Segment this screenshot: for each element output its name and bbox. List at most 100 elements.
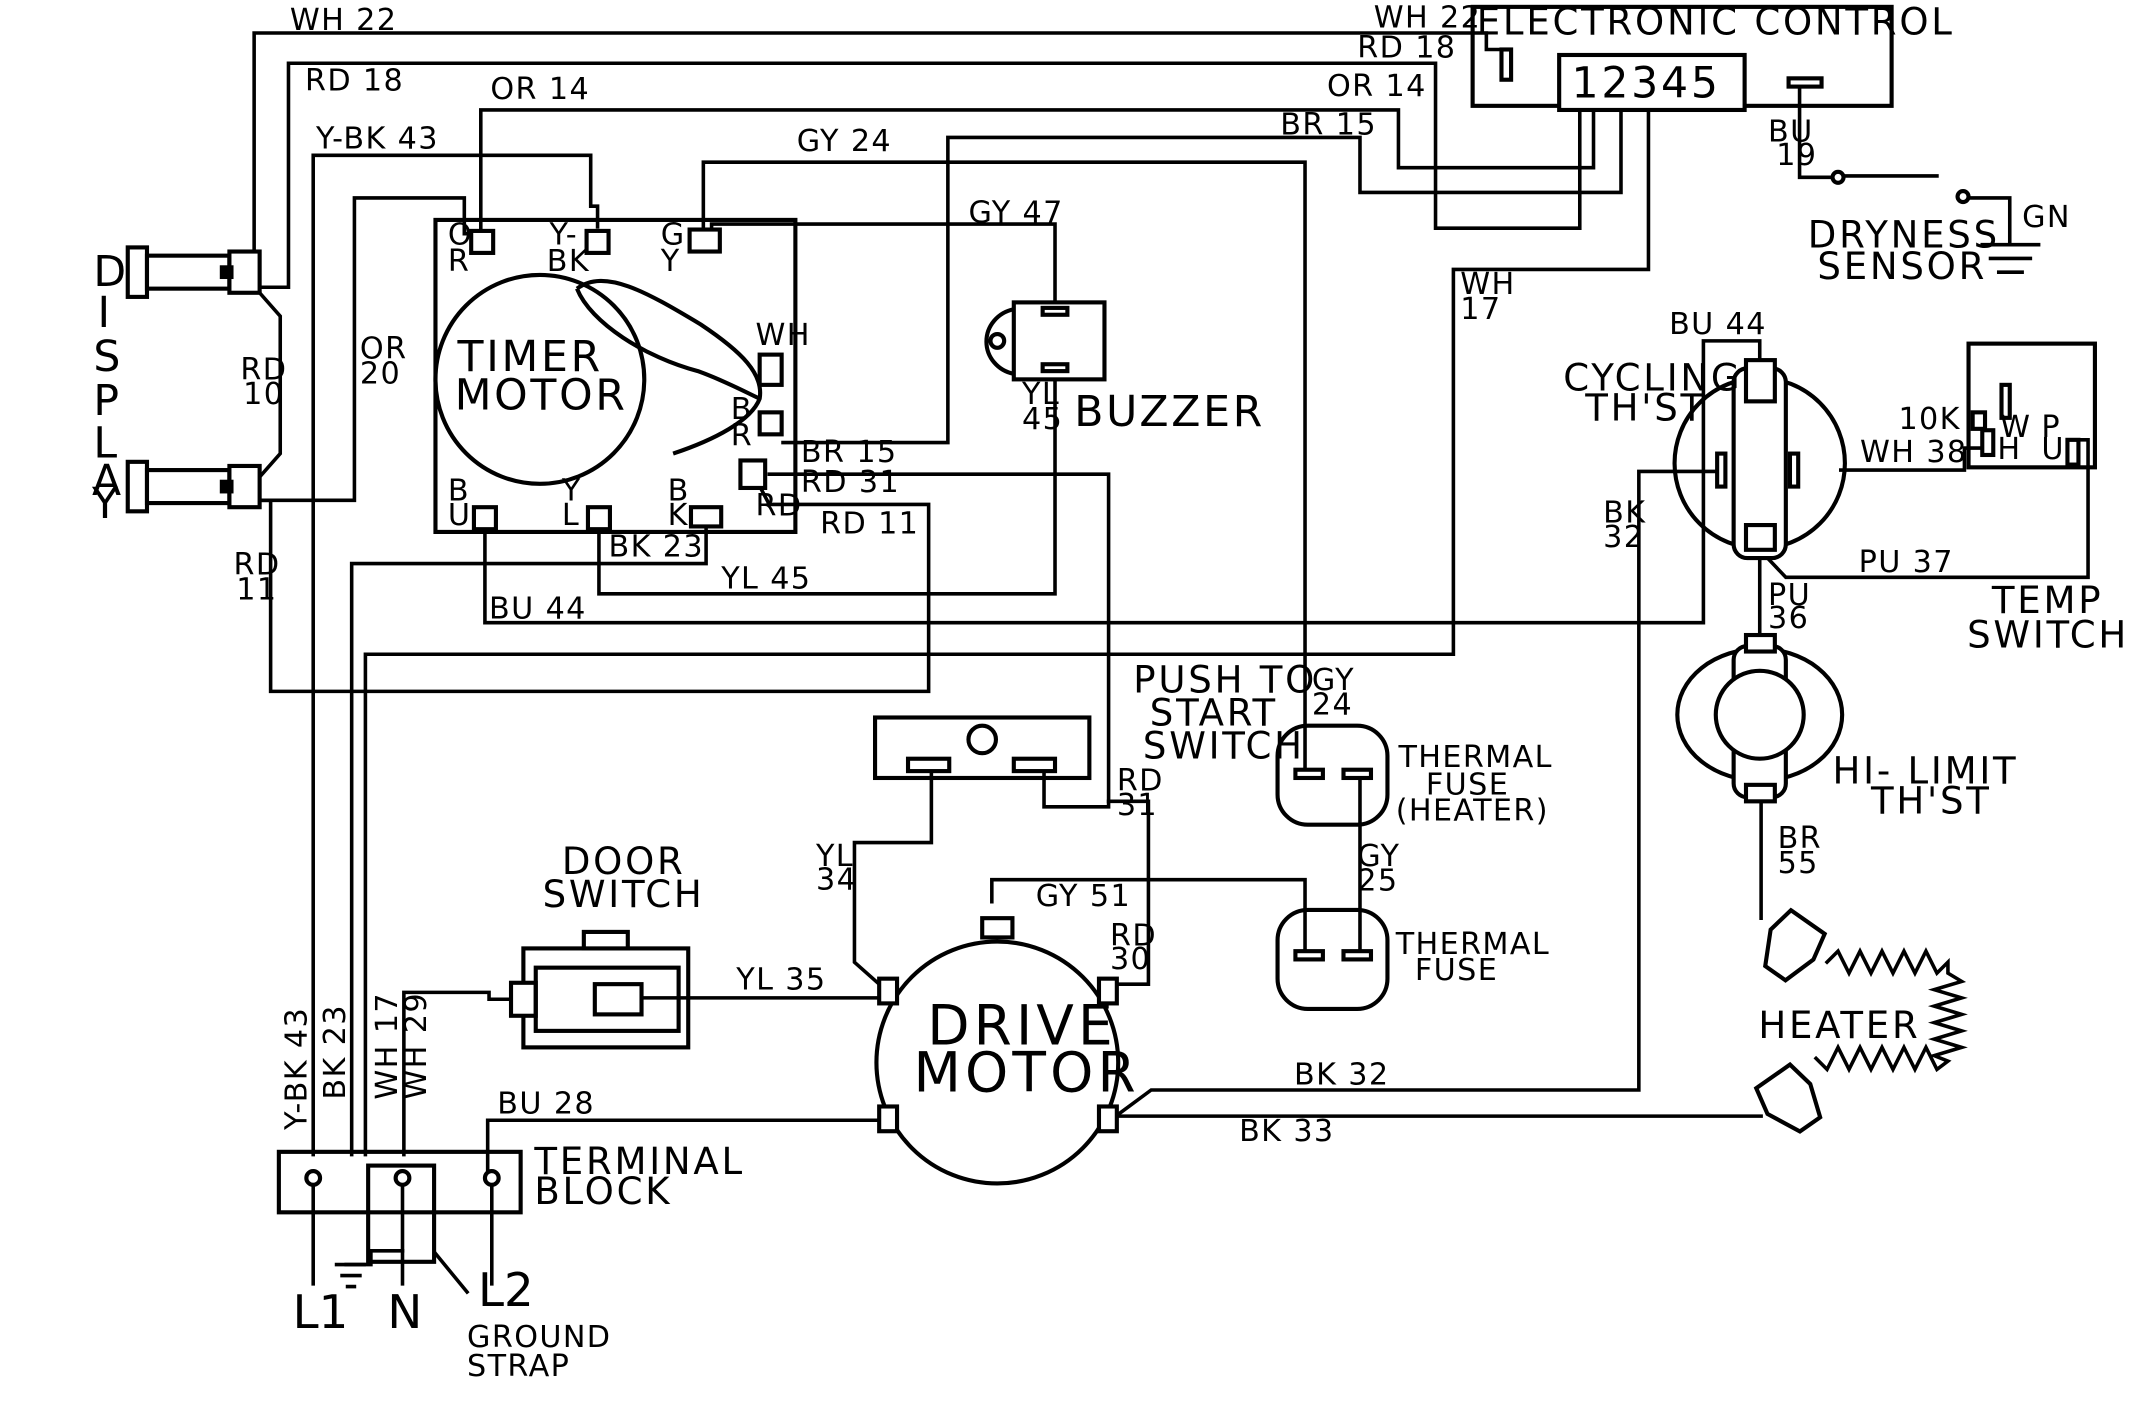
label-br55-1: BR: [1778, 821, 1822, 856]
label-wh29-vert: WH 29: [399, 992, 434, 1100]
label-or14-left: OR 14: [490, 72, 590, 107]
terminal-n: N: [387, 1286, 422, 1340]
wire-pu37: [1757, 438, 2090, 580]
label-bu19-2: 19: [1776, 138, 1817, 173]
heater: HEATER: [1753, 907, 1968, 1134]
wire-rd11: [259, 475, 931, 694]
dryness-sensor-label-2: SENSOR: [1817, 245, 1987, 288]
ground-symbol-block: [334, 1262, 366, 1289]
label-wh17-vert: WH 17: [370, 992, 405, 1100]
label-wh38: WH 38: [1860, 435, 1968, 470]
timer-term-ybk-2: BK: [547, 244, 590, 279]
wire-gy24: [701, 160, 1307, 769]
temp-switch: 10K W H P U TEMP SWITCH: [1898, 341, 2126, 656]
electronic-control-label: ELECTRONIC CONTROL: [1477, 0, 1955, 43]
timer-term-rd: RD: [756, 488, 803, 523]
hi-limit-thermostat: HI- LIMIT TH'ST: [1675, 632, 2016, 823]
wire-rd10: [257, 290, 283, 480]
res-10k-label: 10K: [1898, 402, 1960, 437]
label-br15-top: BR 15: [1280, 108, 1377, 143]
label-yl45-buzzer-2: 45: [1022, 402, 1063, 437]
timer-term-wh: WH: [756, 318, 811, 353]
label-bk32-vert-1: BK: [1603, 495, 1646, 530]
temp-switch-label-1: TEMP: [1991, 579, 2103, 622]
label-or20-1: OR: [360, 332, 408, 367]
drive-motor: DRIVE MOTOR: [874, 916, 1136, 1186]
label-yl45-buzzer-1: YL: [1021, 377, 1060, 412]
label-ybk43: Y-BK 43: [315, 121, 439, 156]
label-wh17-2: 17: [1460, 292, 1501, 327]
label-rd31: RD 31: [801, 465, 900, 500]
timer-term-br-2: R: [731, 418, 753, 453]
thermal-fuse-heater-label-3: (HEATER): [1396, 794, 1549, 829]
heater-label: HEATER: [1758, 1004, 1920, 1047]
buzzer: BUZZER: [984, 300, 1262, 437]
wire-bu28: [485, 1118, 881, 1177]
timer-term-br-1: B: [731, 392, 753, 427]
label-gy25-1: GY: [1357, 839, 1400, 874]
label-bu19-1: BU: [1768, 115, 1814, 150]
label-gy25-2: 25: [1357, 864, 1398, 899]
control-pin-numbers: 12345: [1572, 59, 1721, 109]
gn-label: GN: [2022, 200, 2071, 235]
label-bk32: BK 32: [1294, 1057, 1389, 1092]
label-br15: BR 15: [801, 435, 898, 470]
label-rd18-left: RD 18: [305, 64, 404, 99]
label-br55-2: 55: [1778, 846, 1819, 881]
label-yl35: YL 35: [735, 963, 826, 998]
thermal-fuse-heater-label-2: FUSE: [1426, 767, 1509, 802]
terminal-l2: L2: [478, 1264, 534, 1318]
label-bk32-vert-2: 32: [1603, 520, 1644, 555]
label-rd11-left-2: 11: [236, 572, 277, 607]
temp-switch-term-pu-2: U: [2041, 432, 2064, 467]
wires: [252, 31, 2090, 1295]
wire-or20: [259, 196, 483, 503]
display-connectors: D I S P L A Y: [91, 245, 262, 529]
label-yl34-1: YL: [815, 839, 854, 874]
electronic-control: ELECTRONIC CONTROL 12345: [1470, 0, 1955, 113]
terminal-l1: L1: [293, 1286, 349, 1340]
wire-bu19: [1797, 80, 1838, 180]
wire-yl34: [852, 770, 934, 987]
thermal-fuse-label-2: FUSE: [1415, 953, 1498, 988]
door-switch: DOOR SWITCH: [508, 840, 702, 1050]
label-ybk43-vert: Y-BK 43: [279, 1007, 314, 1131]
label-yl45: YL 45: [720, 561, 811, 596]
label-pu36-1: PU: [1768, 578, 1811, 613]
label-gy24-fuse-2: 24: [1312, 688, 1353, 723]
display-letter-p: P: [93, 376, 121, 426]
timer-term-ybk-1: Y-: [548, 218, 578, 253]
timer-motor-label-2: MOTOR: [455, 371, 628, 421]
wire-br15: [781, 110, 1623, 445]
wire-sensor-gn: [1961, 196, 2012, 247]
thermal-fuse: THERMAL FUSE: [1275, 907, 1550, 1011]
label-rd10-2: 10: [243, 377, 284, 412]
label-bu28: BU 28: [497, 1086, 595, 1121]
display-letter-a: A: [92, 456, 124, 506]
timer-term-gy-2: Y: [660, 244, 681, 279]
timer-motor: TIMER MOTOR O R Y- BK G Y WH B R RD B U …: [433, 218, 811, 534]
ground-symbol-sensor: [1980, 242, 2041, 274]
label-rd18-right: RD 18: [1357, 31, 1456, 66]
label-bk23: BK 23: [609, 530, 704, 565]
thermal-fuse-label-1: THERMAL: [1395, 927, 1550, 962]
label-wh22-right: WH 22: [1374, 0, 1482, 35]
dryness-sensor-label-1: DRYNESS: [1808, 213, 2000, 256]
label-or14-right: OR 14: [1327, 69, 1427, 104]
wire-ybk43: [311, 153, 600, 1157]
cycling-thermostat: CYCLING TH'ST: [1563, 356, 1847, 561]
label-rd30-2: 30: [1110, 942, 1151, 977]
timer-term-bk-1: B: [668, 473, 690, 508]
wire-yl45: [597, 369, 1057, 596]
wire-rd18: [252, 61, 1582, 290]
wire-gy47: [709, 222, 1057, 313]
label-gy24-fuse-1: GY: [1312, 663, 1355, 698]
display-letter-l: L: [93, 419, 119, 469]
label-bu44-top: BU 44: [1669, 307, 1767, 342]
wire-rd31: [767, 472, 1111, 809]
heater-coil: [1813, 947, 1968, 1074]
wire-bk23: [349, 527, 708, 1157]
label-rd11: RD 11: [820, 506, 919, 541]
timer-term-yl-1: Y: [561, 473, 582, 508]
